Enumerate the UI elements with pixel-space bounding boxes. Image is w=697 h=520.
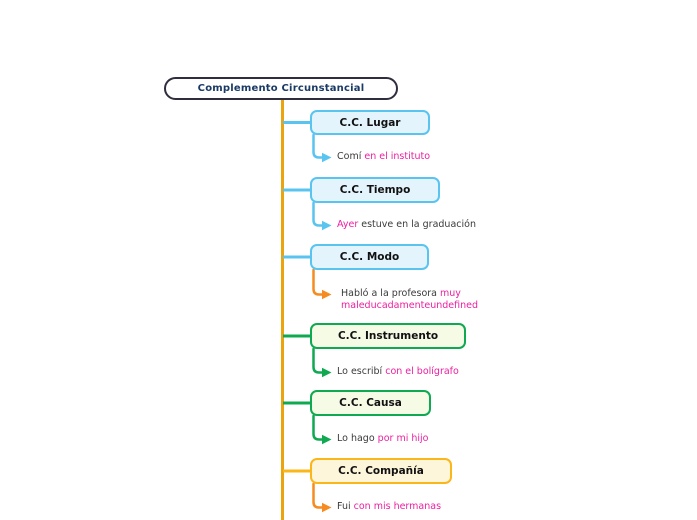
leaf-text-plain: Fui (337, 501, 354, 512)
node-label: C.C. Causa (339, 397, 402, 409)
arrow-icon (322, 152, 332, 163)
arrow-icon (322, 220, 332, 231)
node-label: C.C. Modo (339, 251, 400, 263)
branch-link-compania (283, 469, 332, 513)
leaf-text-highlight: Ayer (337, 219, 359, 230)
leaf-example-modo[interactable]: Habló a la profesora muy maleducadamente… (341, 288, 478, 312)
node-label: C.C. Tiempo (339, 184, 411, 196)
node-cc-modo[interactable]: C.C. Modo (310, 244, 429, 270)
node-cc-tiempo[interactable]: C.C. Tiempo (310, 177, 440, 203)
branch-link-causa (283, 401, 332, 445)
branch-link-lugar (283, 121, 332, 163)
arrow-icon (322, 434, 332, 445)
arrow-icon (322, 502, 332, 513)
arrow-icon (322, 367, 332, 378)
node-cc-causa[interactable]: C.C. Causa (310, 390, 431, 416)
leaf-text-highlight: muy maleducadamenteundefined (341, 288, 478, 311)
leaf-text-plain: Habló a la profesora (341, 288, 441, 299)
leaf-example-instrumento[interactable]: Lo escribí con el bolígrafo (337, 366, 507, 378)
branch-link-tiempo (283, 188, 332, 231)
arrow-icon (322, 289, 332, 300)
leaf-text-plain: estuve en la graduación (358, 219, 476, 230)
node-label: C.C. Compañía (338, 465, 424, 477)
leaf-text-highlight: en el instituto (364, 151, 431, 162)
node-label: C.C. Instrumento (337, 330, 439, 342)
node-label: C.C. Lugar (339, 116, 401, 129)
node-cc-lugar[interactable]: C.C. Lugar (310, 110, 430, 135)
branch-link-instrumento (283, 334, 332, 378)
leaf-example-compania[interactable]: Fui con mis hermanas (337, 501, 497, 513)
leaf-text-highlight: con el bolígrafo (385, 366, 459, 377)
leaf-text-plain: Comí (337, 151, 365, 162)
branch-link-modo (283, 255, 332, 300)
leaf-text-plain: Lo escribí (337, 366, 386, 377)
leaf-example-lugar[interactable]: Comí en el instituto (337, 151, 497, 163)
leaf-text-highlight: con mis hermanas (353, 501, 442, 512)
leaf-example-tiempo[interactable]: Ayer estuve en la graduación (337, 219, 517, 231)
leaf-text-highlight: por mi hijo (377, 433, 429, 444)
node-cc-instrumento[interactable]: C.C. Instrumento (310, 323, 466, 349)
node-cc-compania[interactable]: C.C. Compañía (310, 458, 452, 484)
root-node[interactable]: Complemento Circunstancial (164, 77, 398, 100)
root-node-label: Complemento Circunstancial (197, 83, 365, 94)
leaf-text-plain: Lo hago (337, 433, 378, 444)
leaf-example-causa[interactable]: Lo hago por mi hijo (337, 433, 487, 445)
